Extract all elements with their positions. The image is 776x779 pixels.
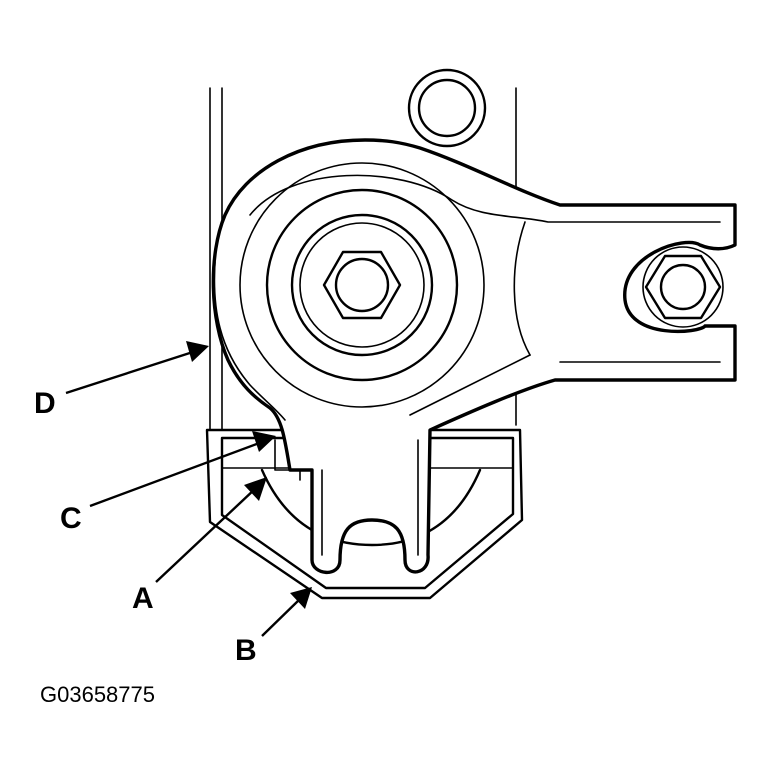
callout-c: C xyxy=(60,431,276,535)
label-a: A xyxy=(132,582,154,615)
center-bolt-hex xyxy=(322,250,402,320)
figure-id: G03658775 xyxy=(40,682,155,707)
end-bolt xyxy=(642,246,724,328)
label-d: D xyxy=(34,387,56,420)
callout-d: D xyxy=(34,341,209,420)
lever-arm xyxy=(211,138,737,575)
callout-b: B xyxy=(235,587,312,667)
center-hub xyxy=(239,162,485,408)
top-boss xyxy=(407,68,487,148)
label-c: C xyxy=(60,502,82,535)
callout-a: A xyxy=(132,477,267,615)
label-b: B xyxy=(235,634,257,667)
